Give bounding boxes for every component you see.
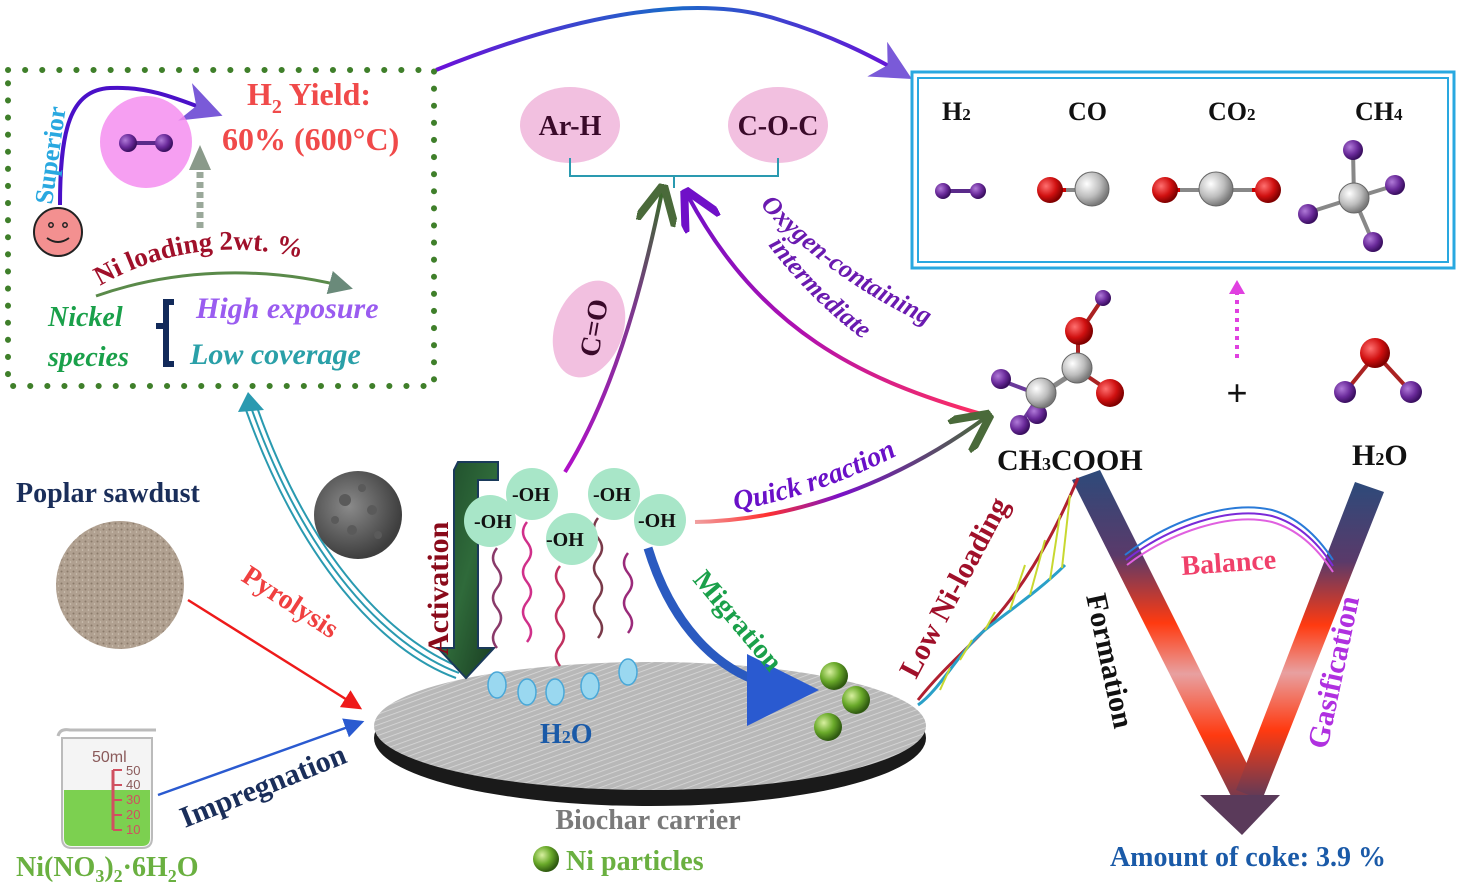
nickel-species-label-2: species [47,342,129,373]
ni-particles-legend-label: Ni particles [566,846,704,877]
pyrolysis-label: Pyrolysis [236,560,344,645]
superior-arrow [58,83,223,206]
product-label-co2: CO2 [1208,97,1256,126]
ni-particles-on-carrier [814,662,870,741]
quick-reaction-arrow [694,418,985,524]
high-exposure-label: High exposure [195,292,379,325]
superior-label: Superior [29,105,71,206]
intermediates-group: Ar-H C-O-C C=O Oxygen-containing interme… [520,87,986,524]
h2-molecule-icon [119,134,173,152]
balance-arc [1124,506,1334,561]
ar-h-label: Ar-H [539,111,602,142]
oh-label-2: -OH [512,484,550,506]
ni-loading-arrow [95,270,353,298]
co2-molecule-icon [1152,171,1281,207]
balance-label: Balance [1180,544,1277,582]
arrow-oxygen-intermediate [688,196,986,417]
coke-arrowhead [1200,795,1280,835]
migration-label: Migration [687,565,789,678]
ni-particle-legend-icon [533,846,559,872]
summary-box: Superior H2 Yield: 60% (600°C) Ni lo [5,67,437,389]
beaker-tick-50: 50 [126,763,140,778]
water-molecule-icon [1334,338,1422,403]
beaker-volume-label: 50ml [92,749,127,766]
ar-h-ellipse [520,87,620,163]
h2-yield-value: 60% (600°C) [222,121,399,157]
acetic-acid-label: CH3COOH [997,444,1143,477]
h2-molecule-icon [935,183,986,199]
beaker-tick-20: 20 [126,807,140,822]
sawdust-image [56,521,184,649]
arrow-co-to-intermediates [563,192,662,474]
flow-arrow-summary-to-products [435,6,912,79]
biochar-carrier-label: Biochar carrier [555,805,740,836]
ch4-molecule-icon [1298,140,1405,252]
product-label-ch4: CH4 [1355,97,1403,126]
activation-arrow [435,461,499,680]
oh-label-4: -OH [593,484,631,506]
oh-label-1: -OH [474,511,512,533]
ni-loading-label: Ni loading 2wt. % [89,225,307,291]
gasification-arm [1236,482,1384,800]
beaker-icon [56,728,156,849]
coke-v-diagram: Balance Formation Gasification Amount of… [1072,470,1386,873]
hydroxyl-chains [491,517,634,667]
oh-label-5: -OH [638,510,676,532]
dotted-up-arrow [1229,280,1245,358]
poplar-sawdust-label: Poplar sawdust [16,478,201,509]
smiley-icon [33,207,83,257]
low-ni-loading-label: Low Ni-loading [893,492,1016,683]
water-label: H2O [1352,439,1408,472]
dna-helix-icon [916,477,1080,707]
nickel-species-label-1: Nickel [47,302,123,333]
water-droplets [487,658,638,706]
impregnation-label: Impregnation [175,738,351,835]
nickel-nitrate-label: Ni(NO3)2·6H2O [16,852,199,886]
biochar-particle-image [314,471,402,559]
migration-arrow [643,546,819,726]
coke-amount-label: Amount of coke: 3.9 % [1110,842,1386,873]
oh-bubbles [464,468,686,565]
low-coverage-label: Low coverage [189,338,361,371]
product-label-h2: H2 [942,97,971,126]
formation-arm [1072,470,1265,810]
carrier-h2o-label: H2O [540,719,593,750]
c-eq-o-ellipse [552,280,626,378]
products-box: H2 CO CO2 CH4 [910,70,1456,270]
beaker-tick-40: 40 [126,777,140,792]
co-molecule-icon [1037,171,1110,207]
formation-label: Formation [1079,591,1140,732]
product-label-co: CO [1068,97,1107,126]
activation-label: Activation [422,521,455,655]
teal-arrow-to-summary [238,392,463,679]
dashed-up-arrow [189,145,211,228]
h2-yield-title: H2 Yield: [247,76,371,118]
c-o-c-ellipse [728,87,828,163]
curly-bracket [156,299,174,367]
plus-sign: + [1226,372,1247,413]
intermediates-bracket [569,158,779,188]
beaker-tick-10: 10 [126,822,140,837]
pyrolysis-arrow [187,598,363,710]
c-o-c-label: C-O-C [738,111,819,142]
oh-label-3: -OH [546,529,584,551]
acetic-acid-molecule-icon [991,290,1124,435]
beaker-tick-30: 30 [126,792,140,807]
impregnation-arrow [157,718,365,797]
